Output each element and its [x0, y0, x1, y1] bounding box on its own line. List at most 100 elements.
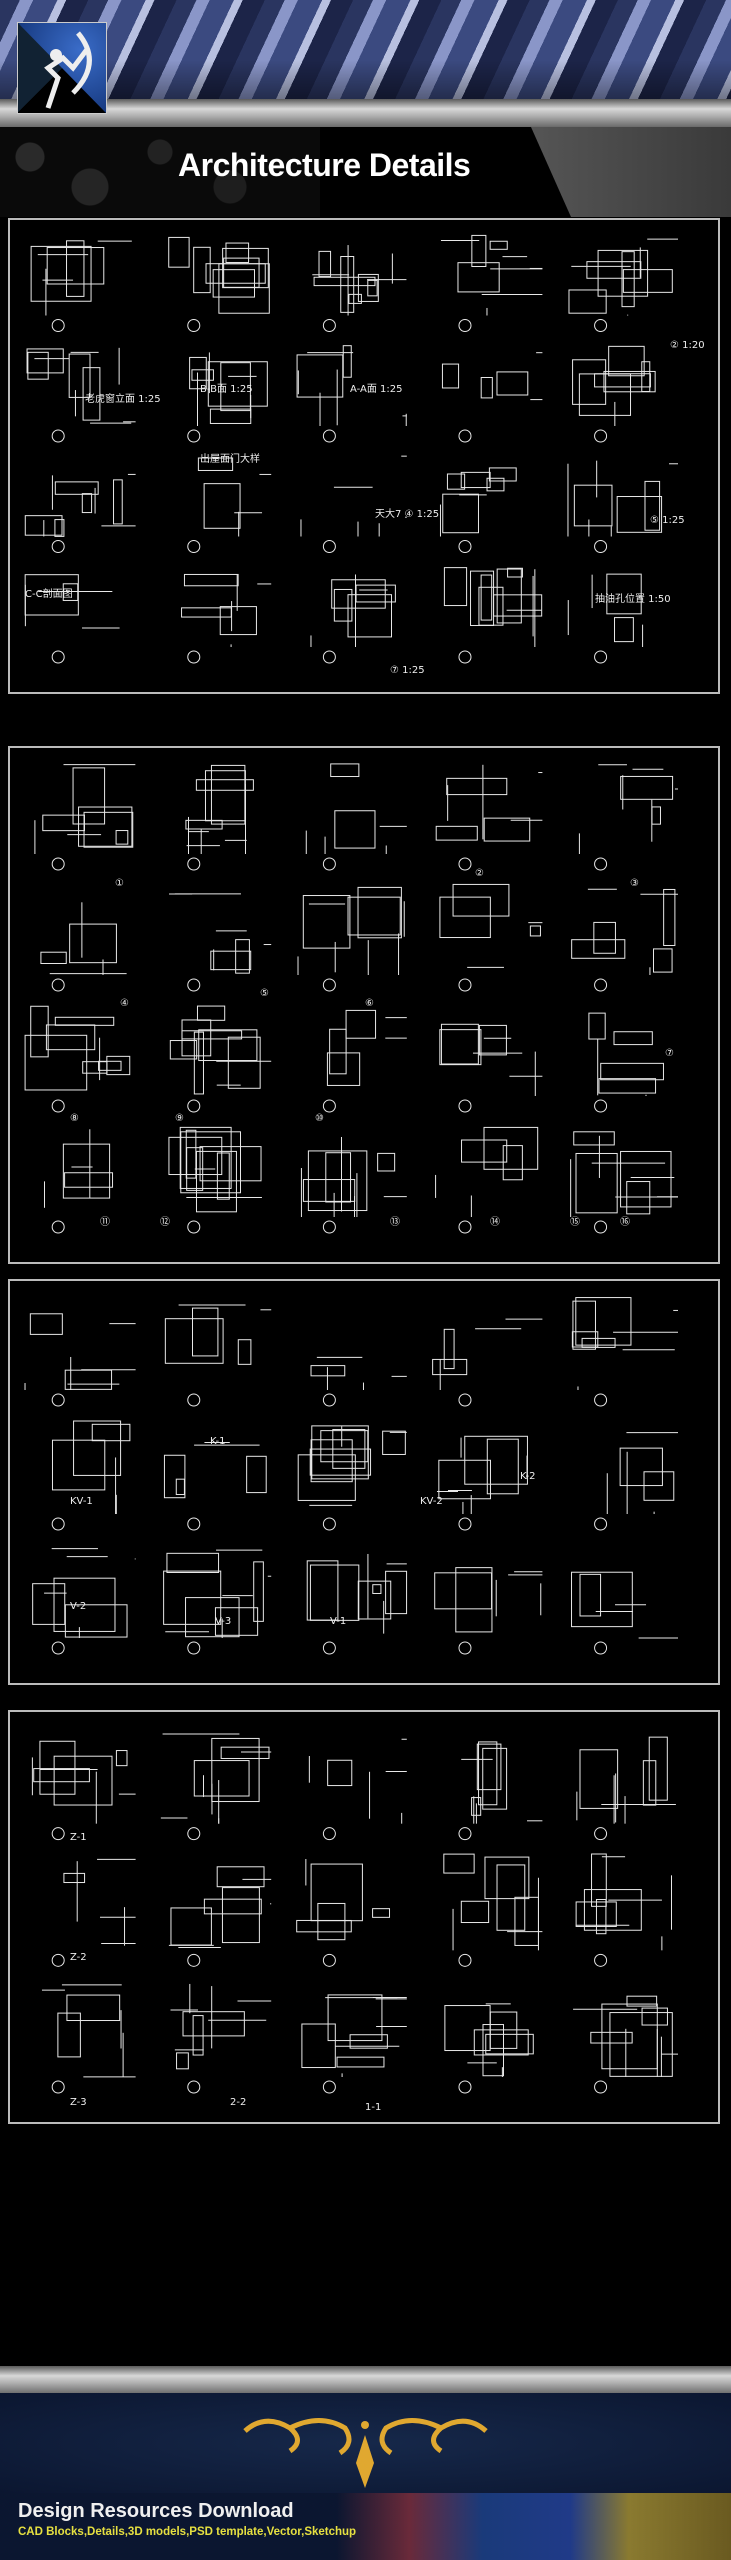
drawing-label: ⑨: [175, 1113, 184, 1124]
drawing-label: ①: [115, 878, 124, 889]
drawing-panel-4: Z-1 Z-2 Z-3 1-1 2-2: [8, 1710, 720, 2124]
drawing-label: ②: [475, 868, 484, 879]
detail-drawing: [34, 764, 136, 871]
drawing-panel-2: ① ② ③ ④ ⑤ ⑥ ⑦ ⑧ ⑨ ⑩ ⑪ ⑫ ⑬ ⑭ ⑮ ⑯: [8, 746, 720, 1264]
silver-divider-bottom: [0, 2366, 731, 2394]
detail-drawing: [31, 1740, 136, 1841]
detail-drawing: [296, 1859, 391, 1967]
detail-drawing: [160, 1733, 272, 1841]
drawing-label: ⑪: [100, 1217, 110, 1228]
detail-drawing: [300, 1136, 407, 1234]
drawing-label: 抽油孔位置 1:50: [595, 594, 671, 605]
detail-drawing: [51, 1858, 136, 1967]
detail-drawing: [572, 345, 656, 443]
detail-drawing: [575, 1853, 673, 1967]
detail-drawing: [170, 1983, 272, 2094]
detail-drawing: [169, 1005, 272, 1113]
detail-drawing: [163, 1442, 267, 1531]
drawing-panel-1: 老虎窗立面 1:25 B-B面 1:25 A-A面 1:25 ② 1:20 C-…: [8, 218, 720, 694]
detail-drawing: [187, 457, 272, 553]
detail-drawing: [51, 1420, 131, 1531]
title-band: Architecture Details: [0, 127, 731, 217]
detail-drawing: [24, 1005, 131, 1113]
archer-icon: [44, 31, 92, 109]
detail-drawing: [301, 1994, 407, 2094]
drawing-label: ③: [630, 878, 639, 889]
detail-drawing: [436, 1435, 528, 1531]
footer-subtitle: CAD Blocks,Details,3D models,PSD templat…: [18, 2526, 357, 2538]
detail-drawing: [573, 1995, 678, 2094]
detail-drawing: [310, 1356, 407, 1407]
detail-drawing: [308, 1738, 407, 1841]
page-title: Architecture Details: [178, 147, 471, 183]
detail-drawing: [181, 573, 272, 664]
detail-drawing: [297, 886, 405, 992]
detail-drawing: [439, 883, 543, 992]
drawing-label: 天大7 ④ 1:25: [375, 509, 440, 520]
detail-drawing: [440, 234, 543, 332]
detail-drawing: [443, 1853, 543, 1967]
detail-drawing: [594, 1432, 678, 1531]
drawing-label: C-C剖面图: [25, 589, 73, 600]
footer-band: Design Resources Download CAD Blocks,Det…: [0, 2393, 731, 2560]
drawing-label: ⑭: [490, 1217, 500, 1228]
detail-drawing: [567, 460, 678, 553]
drawing-label: ⑫: [160, 1217, 170, 1228]
drawing-label: ⑩: [315, 1113, 324, 1124]
detail-drawing: [32, 1548, 136, 1655]
detail-drawing: [30, 240, 132, 332]
detail-drawing: [312, 245, 407, 332]
drawing-label: ② 1:20: [670, 340, 705, 351]
detail-drawing: [444, 2003, 534, 2094]
footer-title: Design Resources Download: [18, 2500, 294, 2522]
detail-drawing: [435, 1126, 539, 1234]
gold-ornament-icon: [243, 2418, 488, 2488]
detail-drawing: [26, 347, 136, 443]
detail-drawing: [40, 902, 127, 992]
silver-divider: [0, 99, 731, 127]
drawing-label: ⑮: [570, 1217, 580, 1228]
detail-drawing: [24, 574, 120, 664]
detail-drawing: [24, 473, 136, 553]
drawing-label: KV-2: [420, 1496, 443, 1507]
drawing-label: ⑤: [260, 988, 269, 999]
detail-drawing: [169, 893, 272, 992]
drawing-label: V-2: [70, 1601, 87, 1612]
drawing-panel-3: KV-1 K-1 KV-2 K-2 V-2 V-3 V-1: [8, 1279, 720, 1685]
drawing-label: ⑥: [365, 998, 374, 1009]
detail-drawing: [322, 1009, 407, 1113]
archer-logo: [17, 22, 107, 114]
drawing-label: ⑬: [390, 1217, 400, 1228]
drawing-label: Z-1: [70, 1832, 87, 1843]
detail-drawing: [458, 1741, 543, 1841]
detail-drawing: [24, 1313, 136, 1407]
detail-drawing: [588, 1012, 664, 1113]
detail-drawing: [435, 764, 543, 871]
detail-drawing: [168, 1866, 272, 1967]
drawing-label: Z-2: [70, 1952, 87, 1963]
detail-drawing: [296, 345, 407, 443]
drawing-label: ⑤ 1:25: [650, 515, 685, 526]
detail-drawing: [297, 1425, 407, 1531]
drawing-label: 1-1: [365, 2102, 382, 2113]
drawing-label: V-3: [215, 1616, 232, 1627]
detail-drawing: [576, 1736, 676, 1841]
drawing-label: 出屋面门大样: [200, 454, 260, 465]
detail-drawing: [185, 764, 254, 871]
detail-drawing: [41, 1984, 136, 2094]
detail-drawing: [567, 573, 644, 664]
detail-drawing: [168, 1126, 262, 1234]
cad-drawing: [24, 1297, 678, 1655]
top-banner-image: [0, 0, 731, 100]
detail-drawing: [43, 1129, 114, 1234]
detail-drawing: [578, 764, 678, 871]
cad-drawing: [24, 234, 678, 664]
drawing-label: K-1: [210, 1436, 226, 1447]
detail-drawing: [439, 467, 517, 553]
drawing-label: ⑯: [620, 1217, 630, 1228]
detail-drawing: [441, 352, 543, 443]
detail-drawing: [568, 238, 678, 332]
cad-drawing: [31, 1733, 678, 2094]
drawing-label: Z-3: [70, 2097, 87, 2108]
detail-drawing: [434, 1567, 543, 1655]
